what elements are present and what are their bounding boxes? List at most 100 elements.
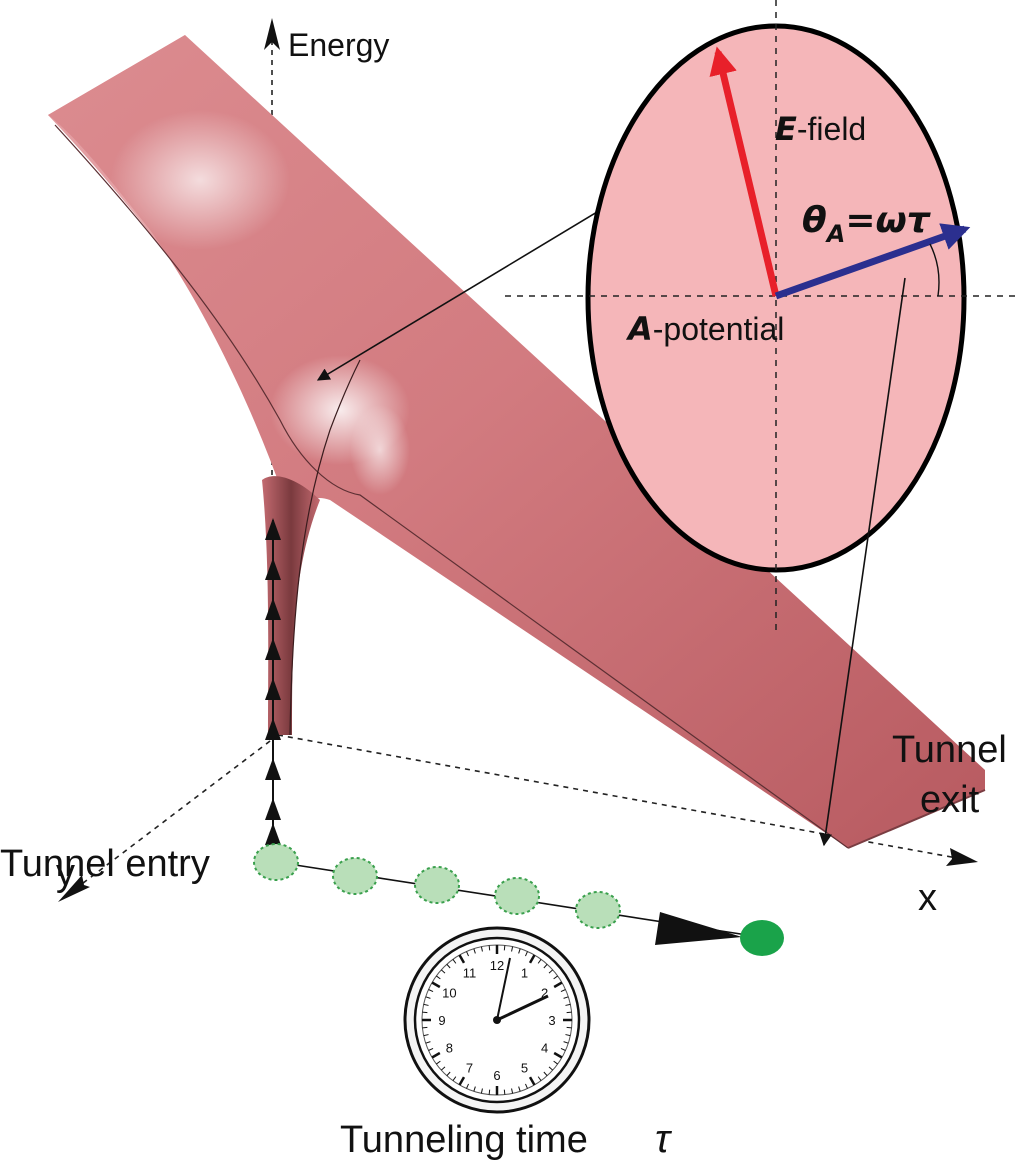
clock-tick xyxy=(446,1071,451,1077)
clock-tick xyxy=(560,1048,566,1051)
electron-ghost-4 xyxy=(494,877,540,915)
surface-edge-line-2 xyxy=(289,359,361,736)
clock-tick xyxy=(436,1060,441,1065)
clock-minute-hand xyxy=(496,957,511,1021)
clock-number: 3 xyxy=(548,1013,555,1028)
electron-ghost-5 xyxy=(575,891,621,929)
clock-number: 9 xyxy=(438,1013,445,1028)
theta-angle-arc xyxy=(929,243,940,297)
clock-tick xyxy=(518,948,521,954)
surface-edge-line-1 xyxy=(54,124,849,849)
clock-tick xyxy=(473,1086,476,1092)
electron-path xyxy=(253,843,784,956)
clock-tick xyxy=(423,1034,429,1037)
clock-tick xyxy=(452,959,457,964)
energy-label: Energy xyxy=(288,27,389,63)
a-potential-label: A-potential xyxy=(625,310,784,348)
clock-tick xyxy=(458,1076,466,1086)
clock-number: 12 xyxy=(490,958,504,973)
clock-tick xyxy=(428,1048,434,1051)
inset-pointer-line-lower xyxy=(819,277,906,847)
x-axis-arrowhead xyxy=(946,848,978,866)
clock-tick xyxy=(525,1083,528,1089)
clock-number: 11 xyxy=(463,965,477,980)
clock-tick xyxy=(431,1051,441,1059)
clock-number: 7 xyxy=(466,1061,473,1076)
clock-number: 10 xyxy=(442,986,456,1001)
clock-tick xyxy=(553,981,563,989)
tunnel-exit-label-line1: Tunnel xyxy=(892,729,1007,771)
clock-tick xyxy=(543,1071,548,1077)
a-potential-arrow xyxy=(774,223,971,300)
a-potential-rest: -potential xyxy=(653,311,785,347)
clock-tick xyxy=(440,969,446,974)
e-field-arrow xyxy=(709,46,780,297)
e-field-label: E-field xyxy=(775,110,866,148)
theta-rhs: =ωτ xyxy=(845,200,931,241)
clock-tick xyxy=(553,1051,563,1059)
electron-path-arrowhead xyxy=(655,912,742,945)
clock-tick xyxy=(566,1026,572,1029)
clock-number: 5 xyxy=(521,1061,528,1076)
clock-tick xyxy=(422,1026,428,1029)
y-axis xyxy=(69,734,279,894)
tau-label: τ xyxy=(655,1117,673,1161)
field-inset xyxy=(316,0,1018,847)
electron-final xyxy=(740,920,784,956)
clock-tick xyxy=(425,1041,431,1044)
clock-tick xyxy=(566,1011,572,1014)
surface-bottom-edge xyxy=(847,789,986,849)
clock-hour-hand xyxy=(496,994,549,1022)
clock-tick xyxy=(452,1076,457,1081)
clock-tick xyxy=(473,948,476,954)
clock-tick xyxy=(446,963,451,969)
clock-tick xyxy=(503,945,506,951)
clock-tick xyxy=(511,946,514,952)
x-axis-label: x xyxy=(918,877,937,919)
electron-ghost-2 xyxy=(332,857,378,895)
clock-tick xyxy=(425,996,431,999)
electron-ghost-3 xyxy=(414,866,460,904)
clock-tick xyxy=(563,996,569,999)
tunnel-entry-label: Tunnel entry xyxy=(0,843,210,885)
clock-tick xyxy=(488,1089,491,1095)
clock-tick xyxy=(528,954,536,964)
clock-tick xyxy=(548,1066,554,1071)
clock-tick xyxy=(423,1003,429,1006)
clock-number: 1 xyxy=(521,965,528,980)
e-field-bold: E xyxy=(775,110,797,148)
clock-tick xyxy=(525,951,528,957)
potential-surface xyxy=(48,35,986,849)
y-axis-arrowhead xyxy=(58,875,90,902)
clock-tick xyxy=(488,945,491,951)
e-field-rest: -field xyxy=(797,111,866,147)
clock-tick xyxy=(511,1088,514,1094)
clock-tick xyxy=(565,1003,571,1006)
clock-tick xyxy=(458,954,466,964)
inset-ellipse xyxy=(585,23,967,573)
clock-tick xyxy=(428,989,434,992)
surface-throat xyxy=(262,476,320,735)
surface-highlight-upper xyxy=(110,110,290,250)
clock-number: 6 xyxy=(493,1068,500,1083)
clock-tick xyxy=(436,975,441,980)
clock-tick xyxy=(440,1066,446,1071)
clock-tick xyxy=(560,989,566,992)
clock-tick xyxy=(431,981,441,989)
surface-highlight-ridge xyxy=(350,405,410,495)
y-axis-label: y xyxy=(56,852,75,894)
clock-tick xyxy=(565,1034,571,1037)
theta-label: θA=ωτ xyxy=(802,200,932,248)
clock-number: 2 xyxy=(541,986,548,1001)
theta-subscript: A xyxy=(825,220,846,248)
clock-tick xyxy=(466,1083,469,1089)
clock-tick xyxy=(466,951,469,957)
clock-number: 4 xyxy=(541,1041,548,1056)
clock-tick xyxy=(518,1086,521,1092)
clock-number: 8 xyxy=(446,1041,453,1056)
clock-tick xyxy=(553,975,558,980)
energy-axis-arrowhead xyxy=(264,18,280,50)
clock-tick xyxy=(537,959,542,964)
clock-tick xyxy=(563,1041,569,1044)
